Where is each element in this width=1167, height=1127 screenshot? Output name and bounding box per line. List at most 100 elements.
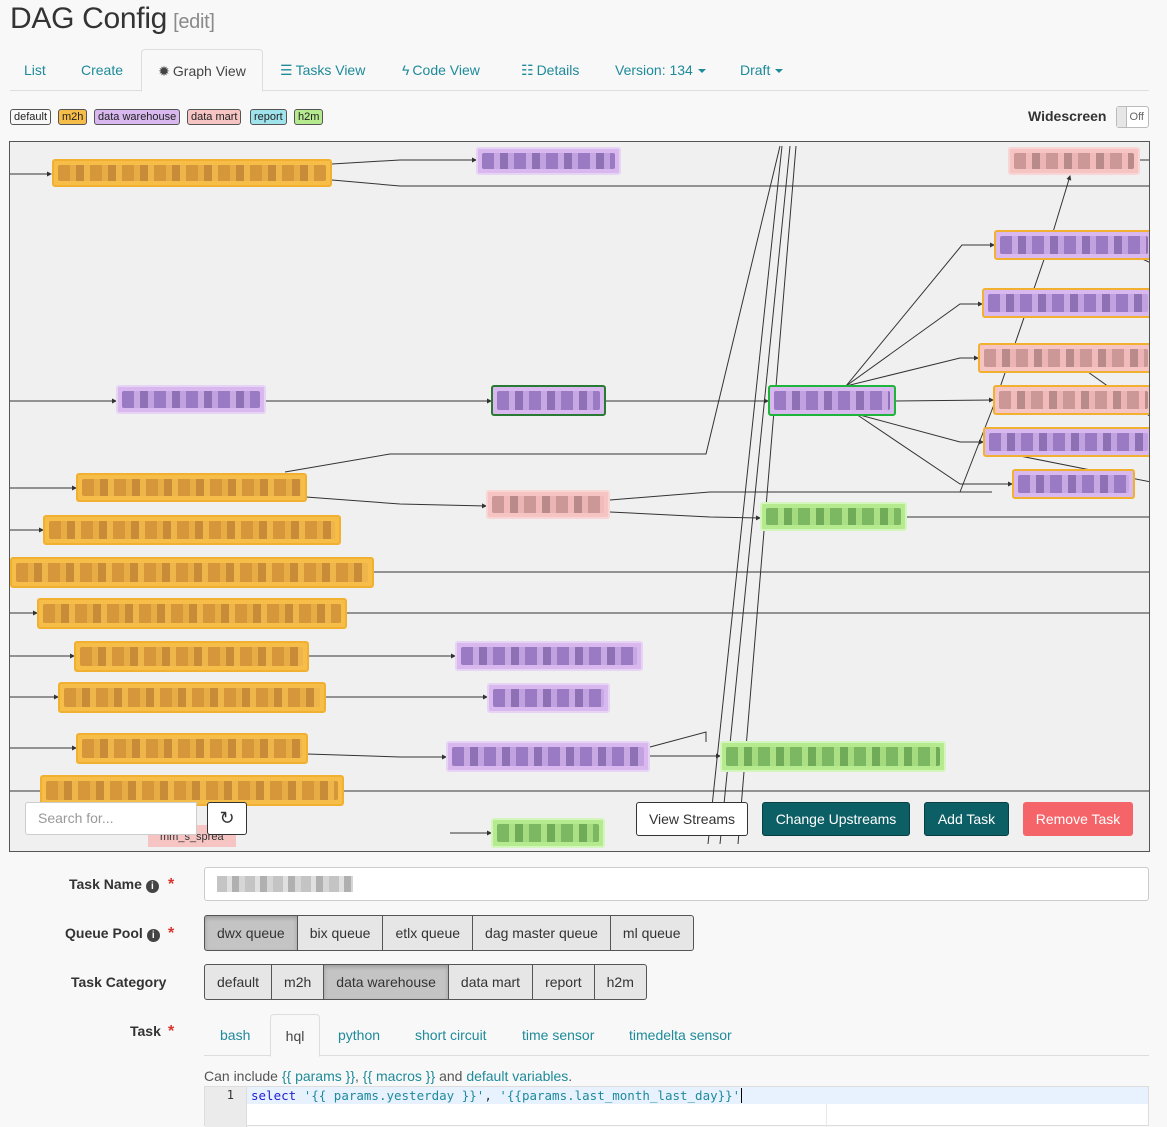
refresh-button[interactable]: ↻ — [207, 802, 247, 835]
tab-label: List — [24, 62, 46, 78]
dag-node[interactable] — [43, 515, 341, 545]
queue-dag-master-button[interactable]: dag master queue — [472, 915, 611, 951]
category-report-button[interactable]: report — [532, 964, 595, 1000]
caret-down-icon — [697, 69, 706, 74]
queue-etlx-button[interactable]: etlx queue — [382, 915, 474, 951]
dag-node[interactable] — [455, 641, 643, 671]
category-default-button[interactable]: default — [204, 964, 273, 1000]
bolt-icon: ϟ — [402, 62, 410, 78]
legend-report: report — [250, 109, 287, 125]
text-cursor — [741, 1088, 743, 1103]
dag-node[interactable] — [983, 427, 1149, 457]
tab-label: Draft — [740, 62, 771, 78]
dag-node[interactable] — [491, 818, 605, 848]
page-title: DAG Config[edit] — [10, 2, 215, 36]
tab-time-sensor[interactable]: time sensor — [522, 1027, 595, 1043]
category-h2m-button[interactable]: h2m — [593, 964, 647, 1000]
legend-m2h: m2h — [58, 109, 88, 125]
legend-data-mart: data mart — [187, 109, 242, 125]
params-link[interactable]: {{ params }} — [281, 1068, 355, 1084]
task-category-group: default m2h data warehouse data mart rep… — [204, 964, 647, 1000]
widescreen-toggle[interactable]: Off — [1116, 106, 1149, 128]
hint-end: . — [568, 1068, 573, 1084]
active-line — [247, 1087, 1148, 1104]
code-line: select '{{ params.yesterday }}', '{{para… — [251, 1087, 743, 1104]
tab-python[interactable]: python — [338, 1027, 381, 1043]
hint-text: Can include — [204, 1068, 278, 1084]
tab-timedelta-sensor[interactable]: timedelta sensor — [629, 1027, 732, 1043]
dag-node[interactable] — [52, 159, 332, 187]
hint-sep: , — [355, 1068, 359, 1084]
category-data-warehouse-button[interactable]: data warehouse — [323, 964, 449, 1000]
dag-node-highlighted[interactable] — [768, 385, 896, 416]
tab-graph-view[interactable]: ✹Graph View — [141, 49, 263, 92]
dag-node-selected[interactable] — [491, 385, 606, 416]
dag-node[interactable] — [76, 733, 308, 764]
editor-gutter: 1 — [205, 1087, 247, 1127]
queue-bix-button[interactable]: bix queue — [296, 915, 384, 951]
dag-node[interactable] — [446, 741, 650, 772]
info-icon[interactable]: i — [145, 880, 159, 893]
dag-node[interactable] — [116, 385, 266, 414]
dag-node[interactable] — [10, 557, 374, 588]
caret-down-icon — [775, 69, 784, 74]
widescreen-label: Widescreen — [1028, 108, 1107, 124]
category-m2h-button[interactable]: m2h — [271, 964, 325, 1000]
task-category-label: Task Category — [71, 974, 167, 990]
queue-pool-group: dwx queue bix queue etlx queue dag maste… — [204, 915, 694, 951]
graph-edges — [10, 145, 1149, 845]
task-name-input[interactable] — [204, 867, 1149, 901]
task-name-label-text: Task Name — [69, 876, 142, 892]
tab-version-dropdown[interactable]: Version: 134 — [615, 49, 706, 91]
dag-node[interactable] — [982, 288, 1149, 318]
template-hint: Can include {{ params }}, {{ macros }} a… — [204, 1068, 572, 1084]
category-data-mart-button[interactable]: data mart — [447, 964, 534, 1000]
remove-task-button[interactable]: Remove Task — [1023, 802, 1133, 836]
dag-node[interactable] — [1012, 469, 1135, 499]
dag-node[interactable] — [1008, 147, 1140, 175]
macros-link[interactable]: {{ macros }} — [362, 1068, 436, 1084]
dag-node[interactable] — [486, 490, 610, 519]
queue-dwx-button[interactable]: dwx queue — [204, 915, 298, 951]
legend-data-warehouse: data warehouse — [94, 109, 181, 125]
code-editor[interactable]: 1 select '{{ params.yesterday }}', '{{pa… — [204, 1086, 1149, 1127]
legend-default: default — [10, 109, 52, 125]
dag-node[interactable] — [978, 343, 1149, 373]
required-marker: * — [168, 925, 175, 942]
tab-bash[interactable]: bash — [220, 1027, 251, 1043]
tab-create[interactable]: Create — [81, 49, 123, 91]
tab-tasks-view[interactable]: ☰Tasks View — [280, 49, 365, 91]
tab-label: Version: 134 — [615, 62, 693, 78]
view-streams-button[interactable]: View Streams — [636, 802, 748, 836]
dag-node[interactable] — [720, 741, 946, 772]
info-icon[interactable]: i — [146, 929, 160, 942]
tab-hql[interactable]: hql — [270, 1014, 320, 1057]
dag-node[interactable] — [487, 683, 610, 713]
edit-link[interactable]: [edit] — [173, 11, 215, 33]
dag-node[interactable] — [993, 385, 1149, 415]
dag-node[interactable] — [994, 230, 1149, 260]
dag-node[interactable] — [476, 147, 621, 175]
tasks-icon: ☰ — [280, 62, 293, 78]
add-task-button[interactable]: Add Task — [924, 802, 1009, 836]
dag-node[interactable] — [37, 598, 347, 629]
dag-node[interactable] — [58, 682, 326, 713]
graph-search-input[interactable]: Search for... — [25, 802, 197, 835]
default-variables-link[interactable]: default variables — [466, 1068, 569, 1084]
change-upstreams-button[interactable]: Change Upstreams — [762, 802, 910, 836]
tab-short-circuit[interactable]: short circuit — [415, 1027, 487, 1043]
line-number: 1 — [226, 1088, 234, 1102]
queue-ml-button[interactable]: ml queue — [609, 915, 694, 951]
dag-node[interactable] — [760, 502, 907, 531]
tab-list[interactable]: List — [24, 49, 46, 91]
dag-node[interactable] — [74, 641, 309, 672]
dag-node[interactable] — [76, 473, 307, 502]
dag-graph[interactable]: mm_s_sprea Search for... ↻ View Streams … — [9, 141, 1150, 852]
task-type-tabs: bash hql python short circuit time senso… — [204, 1014, 1149, 1057]
tab-draft-dropdown[interactable]: Draft — [740, 49, 784, 91]
hint-and: and — [439, 1068, 463, 1084]
tab-details[interactable]: ☷Details — [521, 49, 579, 91]
